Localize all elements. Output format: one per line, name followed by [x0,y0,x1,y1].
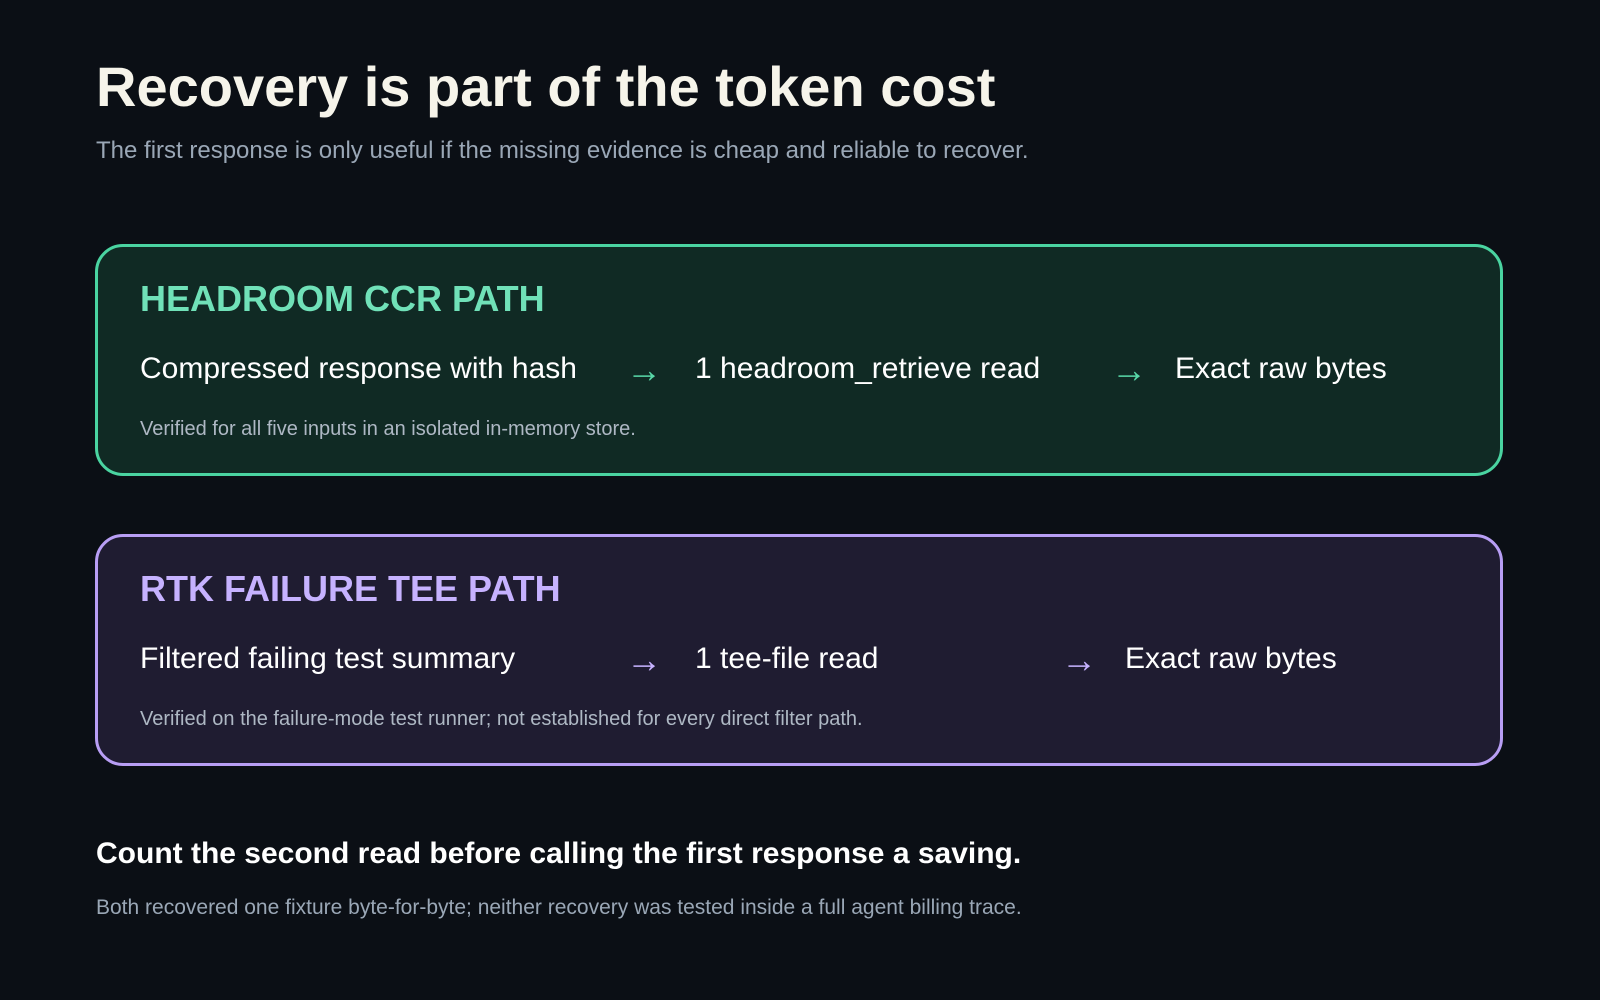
path-step-exact-raw-bytes: Exact raw bytes [1125,642,1337,675]
path-step-compressed-response: Compressed response with hash [140,352,577,385]
page-title: Recovery is part of the token cost [96,55,996,118]
path-note: Verified for all five inputs in an isola… [140,418,636,440]
path-step-retrieve-read: 1 headroom_retrieve read [695,352,1041,385]
arrow-right-icon: → [1111,349,1147,390]
path-step-filtered-summary: Filtered failing test summary [140,642,516,675]
takeaway-detail: Both recovered one fixture byte-for-byte… [96,896,1022,919]
arrow-right-icon: → [626,349,662,390]
path-step-tee-file-read: 1 tee-file read [695,642,879,675]
path-label: HEADROOM CCR PATH [140,278,545,319]
path-note: Verified on the failure-mode test runner… [140,708,863,730]
page-subtitle: The first response is only useful if the… [96,137,1029,164]
arrow-right-icon: → [1061,639,1097,680]
rtk-failure-tee-path-card: RTK FAILURE TEE PATH Filtered failing te… [95,534,1503,766]
path-step-exact-raw-bytes: Exact raw bytes [1175,352,1387,385]
arrow-right-icon: → [626,639,662,680]
takeaway-headline: Count the second read before calling the… [96,837,1022,870]
path-label: RTK FAILURE TEE PATH [140,568,561,609]
headroom-ccr-path-card: HEADROOM CCR PATH Compressed response wi… [95,244,1503,476]
